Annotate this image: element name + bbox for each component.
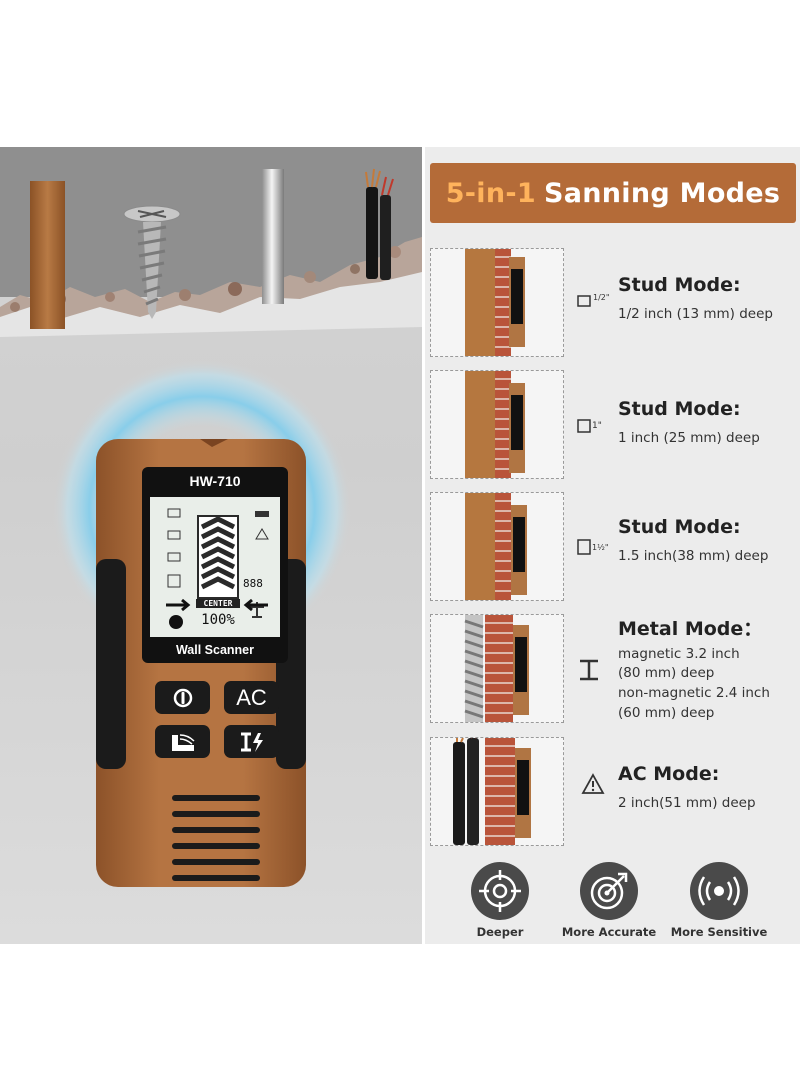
mode-title: Metal Mode：: [618, 618, 763, 640]
feature-label: Deeper: [476, 925, 524, 939]
stud-1-icon: 1": [576, 412, 610, 442]
power-button[interactable]: [155, 681, 210, 714]
cable-sample: [365, 168, 394, 280]
ac-mode-button[interactable]: AC: [224, 681, 279, 714]
feature-sensitive-badge: [690, 862, 748, 920]
stud-1half-icon: 1½": [576, 534, 612, 564]
scan-icon: [171, 733, 195, 751]
svg-text:1½": 1½": [592, 543, 609, 552]
wood-stud-sample: [30, 181, 65, 329]
title-banner: 5-in-1 Sanning Modes: [430, 163, 796, 223]
stud-mode-illustration: [430, 492, 564, 601]
feature-label: More Sensitive: [670, 925, 768, 939]
lcd-percent-readout: 100%: [201, 612, 235, 628]
mode-description: (60 mm) deep: [618, 705, 715, 721]
lcd-center-label: CENTER: [196, 599, 240, 608]
mode-description: non-magnetic 2.4 inch: [618, 685, 770, 701]
wall-scanner-device: [96, 439, 306, 887]
mode-description: 1 inch (25 mm) deep: [618, 430, 760, 446]
mode-title: AC Mode:: [618, 763, 720, 785]
mode-title: Stud Mode:: [618, 398, 741, 420]
stud-half-icon: 1/2": [576, 288, 610, 318]
device-name-label: Wall Scanner: [175, 643, 255, 657]
metal-pipe-sample: [262, 169, 284, 304]
metal-ac-icon: [240, 732, 263, 752]
mode-description: (80 mm) deep: [618, 665, 715, 681]
hero-panel: HW-710 CENTER 100% 888 Wall Scanner AC: [0, 147, 422, 944]
signal-waves-icon: [698, 876, 740, 906]
mode-description: 2 inch(51 mm) deep: [618, 795, 756, 811]
stud-mode-illustration: [430, 370, 564, 479]
warning-icon: [580, 772, 606, 800]
svg-text:1/2": 1/2": [593, 293, 610, 302]
power-icon: [173, 688, 192, 707]
ac-mode-illustration: [430, 733, 564, 846]
device-model-label: HW-710: [189, 473, 241, 489]
mode-description: magnetic 3.2 inch: [618, 646, 740, 662]
bullseye-arrow-icon: [590, 872, 628, 910]
mode-description: 1.5 inch(38 mm) deep: [618, 548, 769, 564]
mode-title: Stud Mode:: [618, 516, 741, 538]
metal-ac-button[interactable]: [224, 725, 279, 758]
scan-mode-button[interactable]: [155, 725, 210, 758]
title-text: Sanning Modes: [543, 177, 781, 209]
mode-description: 1/2 inch (13 mm) deep: [618, 306, 773, 322]
metal-mode-illustration: [430, 614, 564, 723]
screw-sample: [123, 205, 181, 319]
stud-mode-illustration: [430, 248, 564, 357]
feature-accurate-badge: [580, 862, 638, 920]
target-icon: [479, 870, 521, 912]
svg-text:1": 1": [592, 421, 602, 431]
wall-scene-illustration: [0, 147, 422, 887]
feature-label: More Accurate: [561, 925, 657, 939]
i-beam-icon: [576, 658, 602, 686]
feature-deeper-badge: [471, 862, 529, 920]
title-number: 5-in-1: [445, 177, 536, 209]
lcd-digit-readout: 888: [243, 577, 263, 590]
mode-title: Stud Mode:: [618, 274, 741, 296]
